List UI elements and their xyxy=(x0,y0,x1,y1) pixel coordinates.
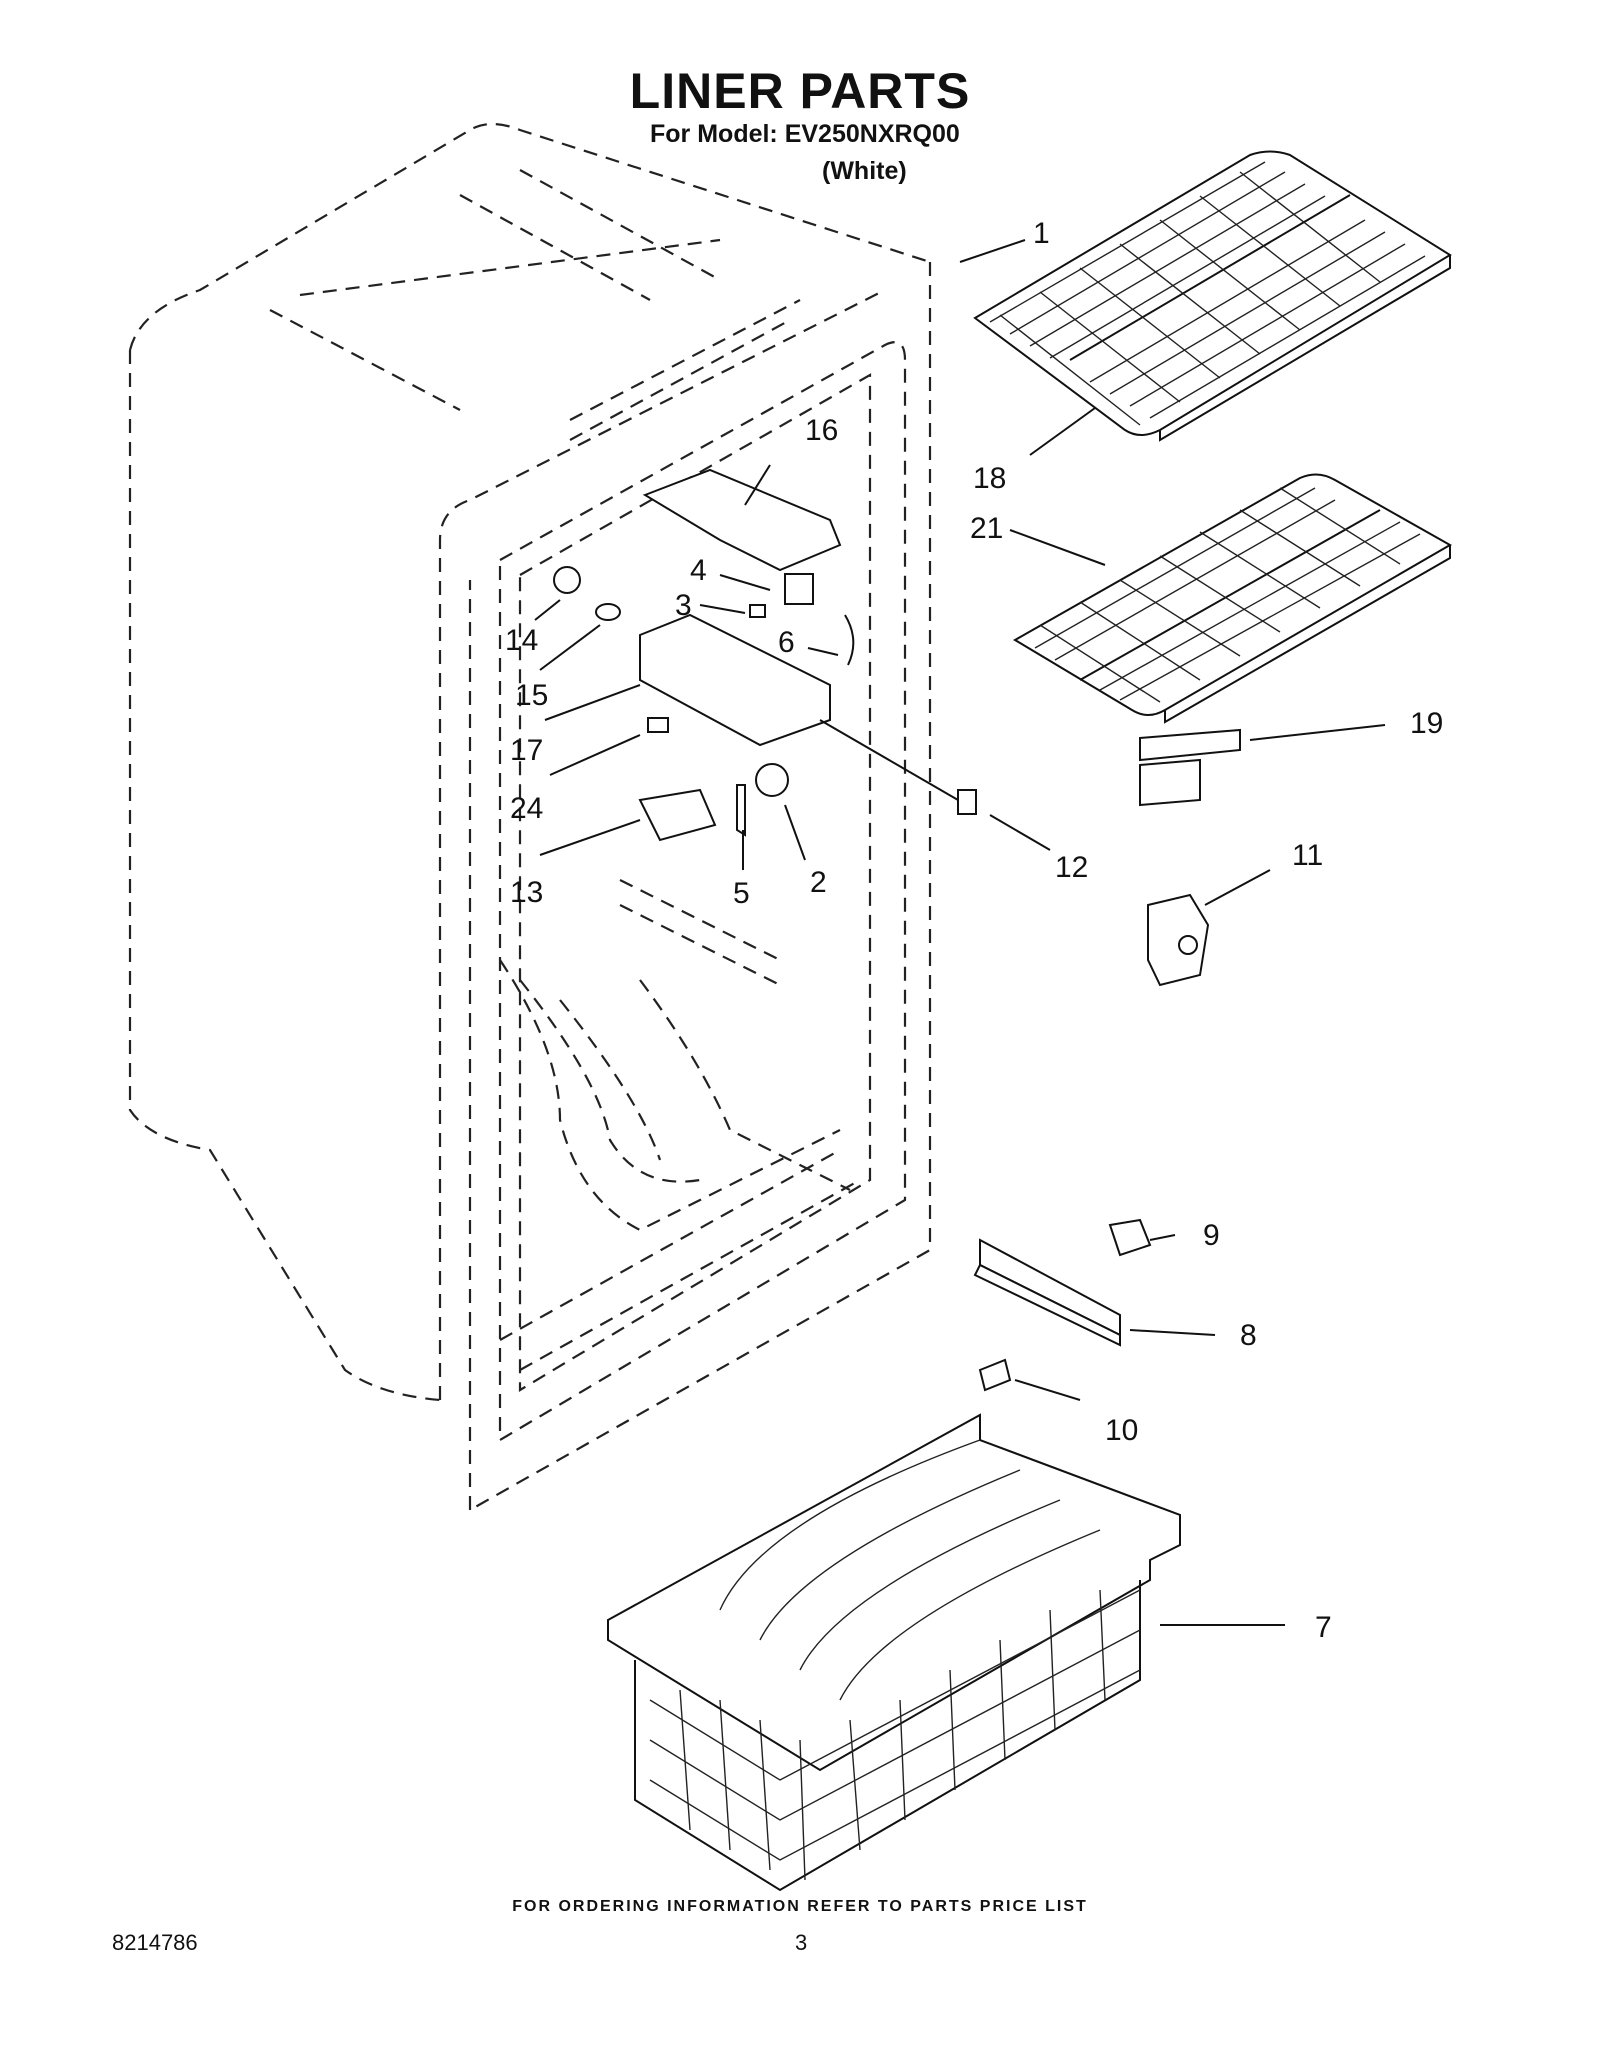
cabinet-outline xyxy=(128,122,932,1511)
callout-2: 2 xyxy=(810,866,827,899)
color-variant: (White) xyxy=(822,157,907,185)
model-line: For Model: EV250NXRQ00 xyxy=(650,120,960,148)
callout-10: 10 xyxy=(1105,1414,1138,1447)
callout-15: 15 xyxy=(515,679,548,712)
wire-basket xyxy=(607,1413,1181,1892)
callout-11: 11 xyxy=(1292,839,1323,872)
shelf-bracket xyxy=(1139,728,1241,807)
ordering-note: FOR ORDERING INFORMATION REFER TO PARTS … xyxy=(512,1898,1088,1915)
callout-9: 9 xyxy=(1203,1219,1220,1252)
document-number: 8214786 xyxy=(112,1930,198,1955)
callout-18: 18 xyxy=(973,462,1006,495)
rail-assembly xyxy=(973,1218,1152,1392)
callout-6: 6 xyxy=(778,626,795,659)
callout-12: 12 xyxy=(1055,851,1088,884)
callout-5: 5 xyxy=(733,877,750,910)
callout-16: 16 xyxy=(805,414,838,447)
callout-21: 21 xyxy=(970,512,1003,545)
temperature-control xyxy=(1147,893,1210,987)
leader-lines xyxy=(534,239,1386,1626)
callout-1: 1 xyxy=(1033,217,1050,250)
callout-labels: 1 2 3 4 5 6 7 8 9 10 11 12 13 14 15 16 1… xyxy=(505,217,1443,1644)
page-number: 3 xyxy=(795,1930,808,1955)
callout-24: 24 xyxy=(510,792,543,825)
callout-7: 7 xyxy=(1315,1611,1332,1644)
wire-shelf-lower xyxy=(1013,473,1453,724)
callout-14: 14 xyxy=(505,624,538,657)
callout-19: 19 xyxy=(1410,707,1443,740)
callout-13: 13 xyxy=(510,876,543,909)
light-housing-assembly xyxy=(553,468,977,842)
wire-shelf-upper xyxy=(973,150,1452,442)
page-title: LINER PARTS xyxy=(629,63,971,119)
callout-3: 3 xyxy=(675,589,692,622)
callout-4: 4 xyxy=(690,554,707,587)
callout-17: 17 xyxy=(510,734,543,767)
callout-8: 8 xyxy=(1240,1319,1257,1352)
